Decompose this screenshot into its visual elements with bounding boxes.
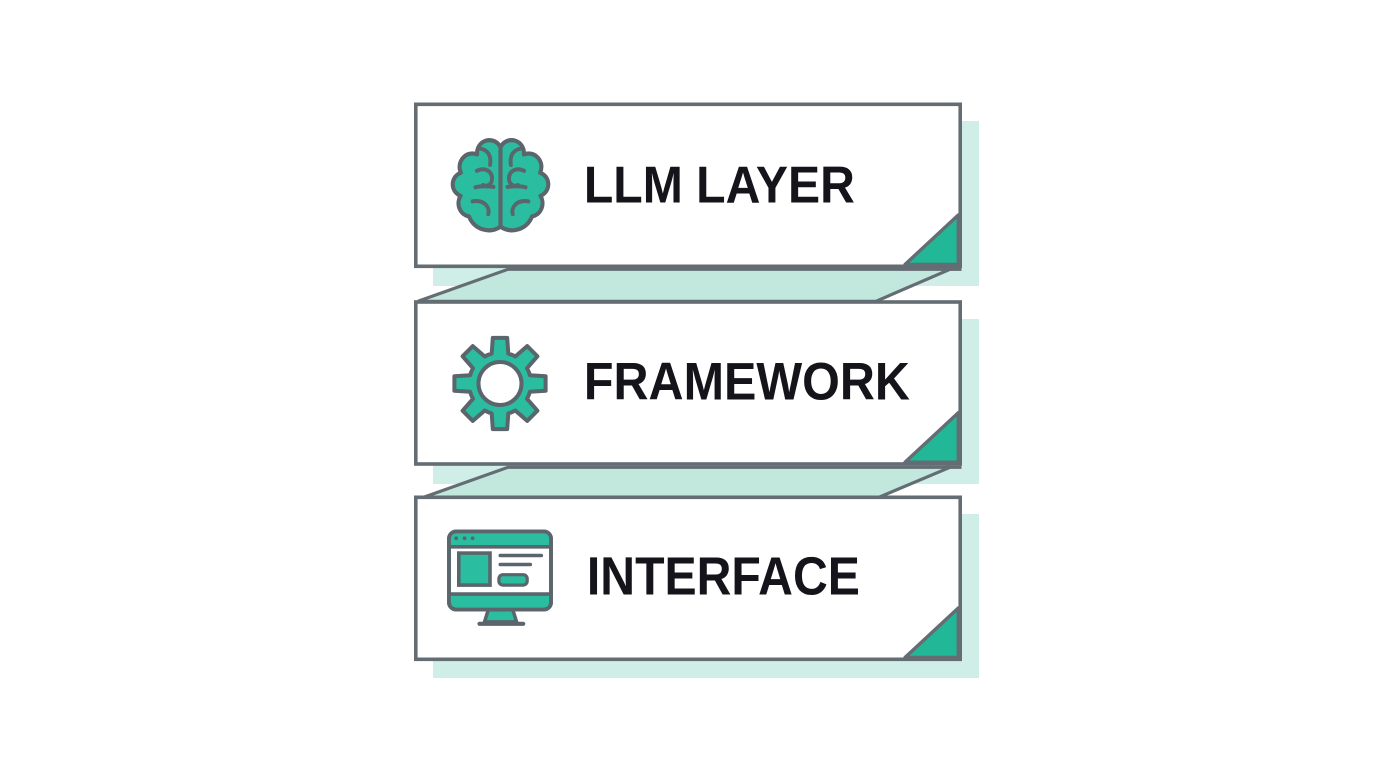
svg-text:INTERFACE: INTERFACE <box>587 547 860 607</box>
svg-text:LLM LAYER: LLM LAYER <box>584 157 855 215</box>
svg-text:FRAMEWORK: FRAMEWORK <box>584 353 910 412</box>
